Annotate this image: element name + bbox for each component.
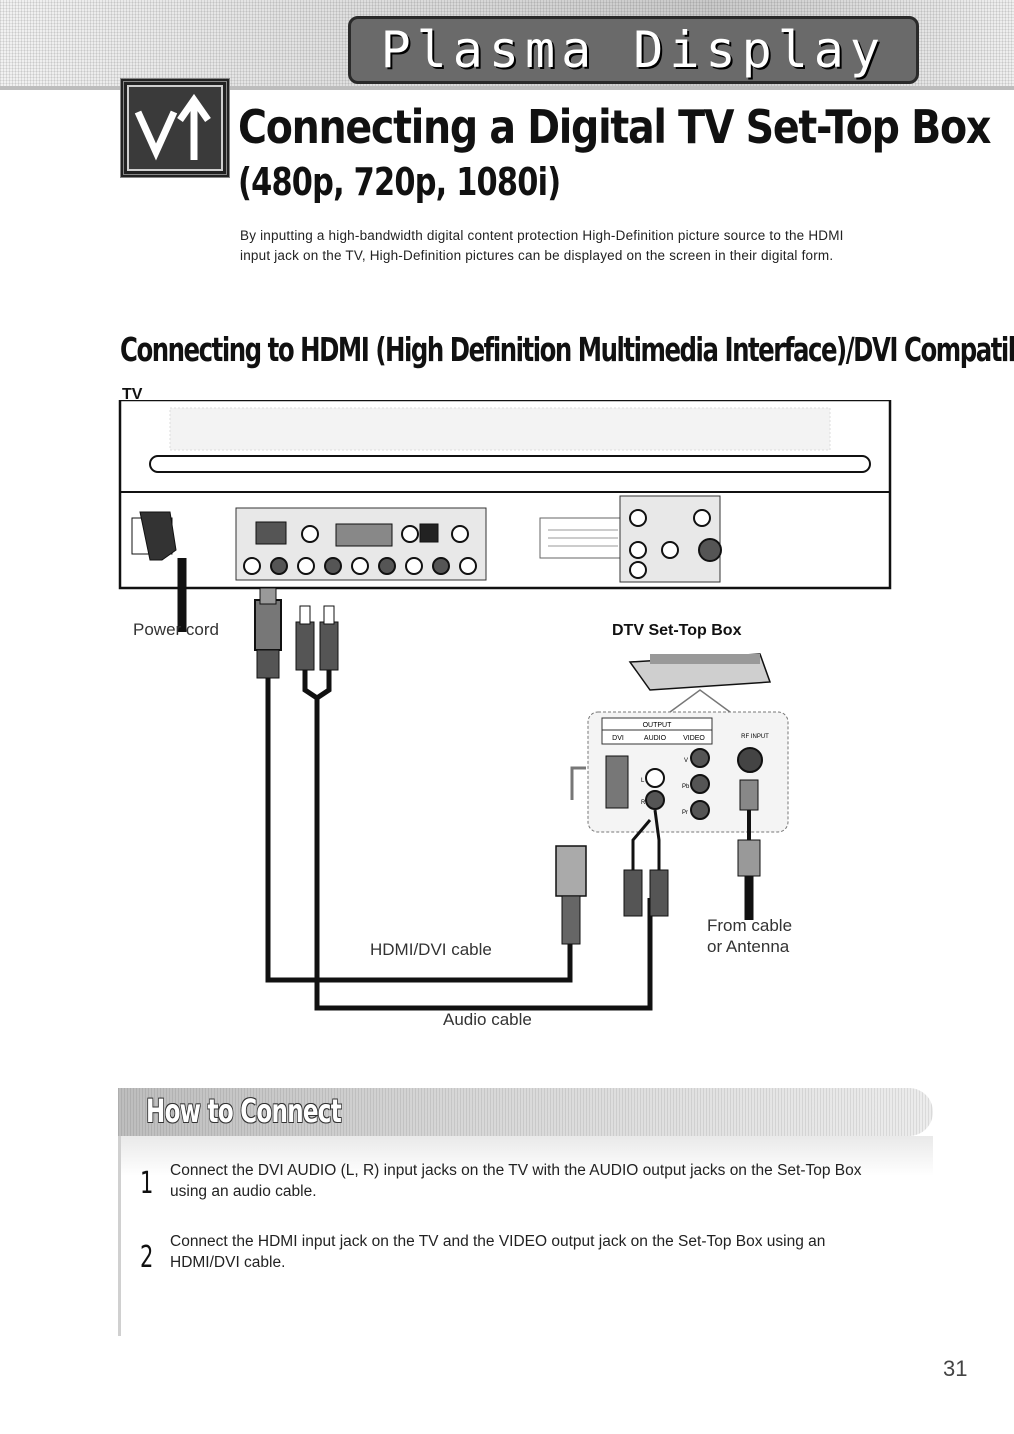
jack-r-label: R: [641, 800, 646, 806]
tv-back-panel: [118, 400, 892, 590]
rf-input-label: RF INPUT: [741, 734, 769, 740]
tv-jack: [324, 557, 342, 575]
dtv-set-top-box-label: DTV Set-Top Box: [612, 622, 742, 639]
jack-pr-label: Pr: [682, 810, 688, 816]
tv-label: TV: [122, 386, 143, 403]
tv-jack-cluster-left: [235, 507, 487, 581]
tv-jack: [243, 557, 261, 575]
tv-jack: [432, 557, 450, 575]
connection-arrows-icon: [120, 78, 230, 178]
page-number: 31: [943, 1356, 968, 1381]
connection-diagram: OUTPUT DVI AUDIO VIDEO RF INPUT L R V Pb…: [118, 400, 892, 1011]
dvi-label: DVI: [612, 735, 624, 742]
tv-jack: [405, 557, 423, 575]
hdmi-plug-tv-end: [254, 587, 282, 679]
hdmi-cable-label: HDMI/DVI cable: [370, 940, 492, 959]
banner-divider: [0, 86, 1014, 90]
dvi-plug-stb-end: [555, 766, 587, 945]
tv-jack-cluster-right: [619, 495, 722, 583]
step-text: Connect the DVI AUDIO (L, R) input jacks…: [170, 1162, 862, 1200]
antenna-source-label: From cable or Antenna: [707, 915, 827, 957]
tv-jack: [378, 557, 396, 575]
banner-title: Plasma Display: [347, 16, 919, 84]
from-cable-label: From cable: [707, 916, 793, 935]
or-antenna-label: or Antenna: [707, 937, 790, 956]
video-label: VIDEO: [683, 735, 705, 742]
page-subtitle: (480p, 720p, 1080i): [238, 160, 561, 204]
tv-jack: [459, 557, 477, 575]
output-label: OUTPUT: [643, 722, 673, 729]
section-heading: Connecting to HDMI (High Definition Mult…: [120, 330, 1014, 369]
howto-header-bar: [118, 1088, 933, 1136]
page-title: Connecting a Digital TV Set-Top Box: [238, 100, 991, 154]
audio-label: AUDIO: [644, 735, 667, 742]
audio-plugs-tv-end: [295, 605, 339, 671]
dtv-set-top-box: [628, 653, 772, 691]
jack-l-label: L: [641, 778, 645, 784]
tv-jack: [297, 557, 315, 575]
step-text: Connect the HDMI input jack on the TV an…: [170, 1233, 826, 1271]
jack-pb-label: Pb: [682, 784, 690, 790]
power-cord-label: Power cord: [133, 620, 219, 639]
antenna-cable: [737, 779, 761, 920]
tv-jack: [351, 557, 369, 575]
intro-paragraph: By inputting a high-bandwidth digital co…: [240, 228, 844, 263]
howto-panel: [118, 1136, 933, 1336]
tv-jack-row: [243, 557, 477, 575]
audio-cable-label: Audio cable: [443, 1010, 532, 1029]
step-number: 1: [140, 1166, 154, 1201]
jack-v-label: V: [684, 758, 688, 764]
tv-jack: [270, 557, 288, 575]
audio-plugs-stb-end: [623, 809, 669, 917]
step-number: 2: [140, 1240, 154, 1275]
howto-title: How to Connect: [146, 1092, 342, 1130]
set-top-box-output-panel: OUTPUT DVI AUDIO VIDEO RF INPUT L R V Pb…: [587, 711, 789, 833]
